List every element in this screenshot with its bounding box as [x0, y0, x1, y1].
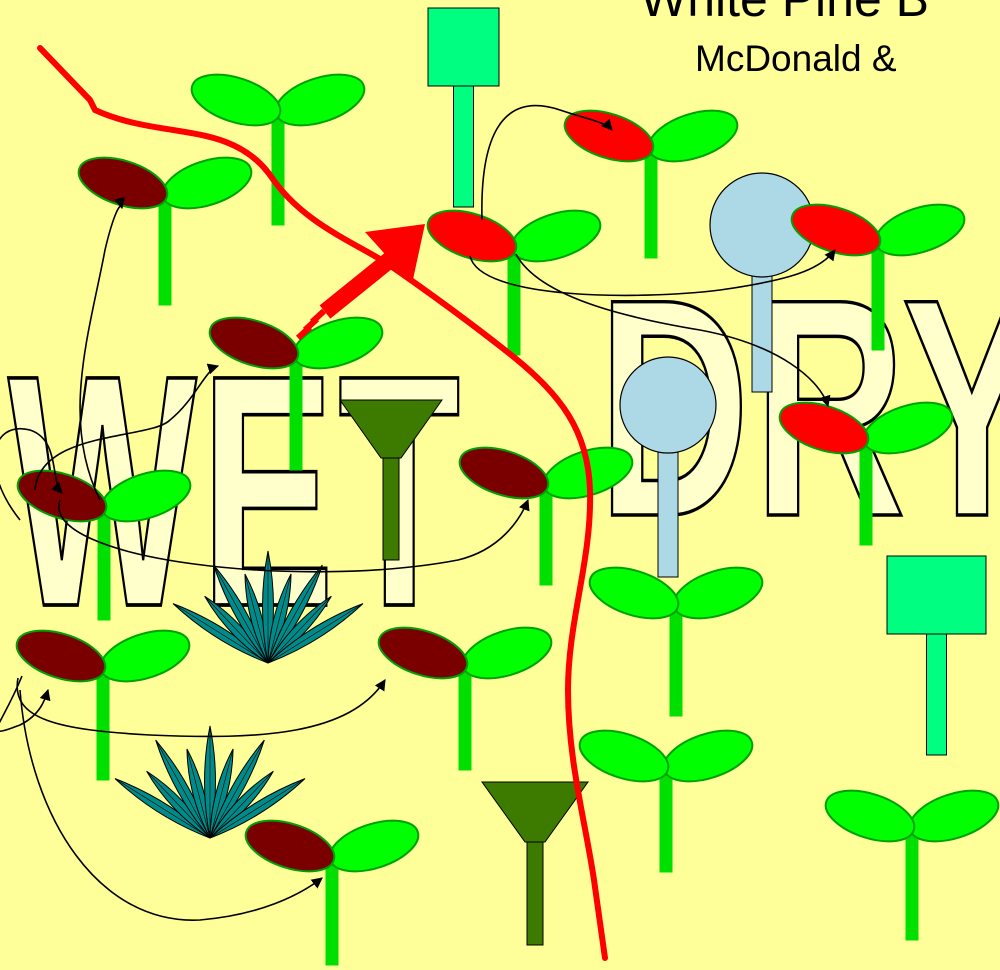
seedling-icon — [573, 721, 758, 872]
funnel-trap-icon — [482, 782, 588, 945]
infected-seedling-icon — [372, 618, 557, 770]
infected-seedling-icon — [72, 148, 257, 305]
square-sign-icon — [887, 556, 986, 755]
seedling-icon — [819, 781, 1000, 940]
diagram-subtitle: McDonald & — [695, 38, 897, 80]
infected-seedling-icon — [239, 811, 424, 965]
square-sign-icon — [428, 8, 499, 207]
diagram-title: White Pine B — [640, 0, 929, 28]
